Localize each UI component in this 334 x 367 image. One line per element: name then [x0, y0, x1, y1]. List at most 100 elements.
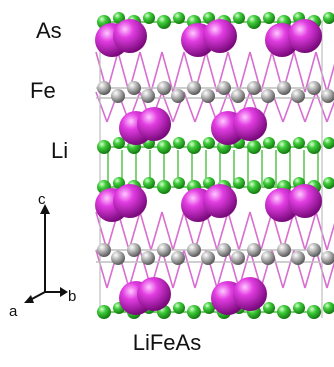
fe-atom — [171, 89, 185, 103]
fe-atom — [187, 243, 201, 257]
label-fe: Fe — [30, 78, 56, 103]
as-fe-bond — [260, 51, 273, 93]
fe-atom — [277, 243, 291, 257]
as-fe-bond — [227, 51, 240, 93]
fe-atom — [247, 243, 261, 257]
as-fe-bond — [161, 211, 174, 251]
li-atom — [203, 302, 215, 314]
li-atom — [323, 12, 334, 24]
fe-atom — [171, 251, 185, 265]
fe-atom — [217, 243, 231, 257]
as-fe-bond — [150, 211, 163, 251]
li-atom — [173, 302, 185, 314]
as-fe-bond — [293, 51, 306, 93]
axis-a-arrow — [29, 291, 46, 301]
as-fe-bond — [205, 51, 218, 93]
li-atom — [323, 177, 334, 189]
li-atom — [247, 140, 261, 154]
as-fe-bond — [260, 211, 273, 251]
as-atoms-layer — [95, 19, 322, 315]
as-fe-bond — [172, 211, 185, 251]
as-fe-bond — [304, 211, 317, 251]
li-atom — [203, 137, 215, 149]
li-atom — [173, 12, 185, 24]
fe-atom — [127, 243, 141, 257]
as-atom — [233, 107, 267, 141]
fe-atom — [111, 251, 125, 265]
axis-indicator — [24, 204, 68, 303]
li-atom — [157, 140, 171, 154]
as-fe-bond — [95, 249, 108, 289]
fe-atom — [231, 89, 245, 103]
as-atom — [203, 19, 237, 53]
fe-atom — [307, 243, 321, 257]
fe-atom — [187, 81, 201, 95]
as-fe-bond — [326, 63, 334, 93]
as-atom — [113, 19, 147, 53]
axis-c-label: c — [38, 191, 46, 208]
label-li: Li — [51, 138, 69, 163]
as-atom — [233, 277, 267, 311]
li-atom — [263, 302, 275, 314]
fe-atom — [127, 81, 141, 95]
li-atom — [233, 12, 245, 24]
li-atom — [263, 137, 275, 149]
as-fe-bond — [183, 91, 196, 123]
as-fe-bond — [172, 51, 185, 93]
li-atom — [97, 140, 111, 154]
li-atom — [293, 137, 305, 149]
li-atom — [187, 305, 201, 319]
as-fe-bond — [249, 211, 262, 251]
fe-atom — [201, 89, 215, 103]
axis-b-arrowhead — [60, 287, 68, 297]
li-atom — [277, 305, 291, 319]
as-fe-bond — [293, 211, 306, 251]
as-fe-bond — [326, 100, 334, 123]
li-atom — [113, 137, 125, 149]
fe-atom — [261, 89, 275, 103]
as-fe-bond — [304, 51, 317, 93]
li-atom — [233, 177, 245, 189]
li-atom — [247, 180, 261, 194]
fe-atom — [321, 251, 334, 265]
fe-atom — [97, 81, 111, 95]
li-atom — [143, 12, 155, 24]
fe-atom — [247, 81, 261, 95]
fe-atom — [141, 251, 155, 265]
li-atom — [157, 15, 171, 29]
li-atom — [323, 302, 334, 314]
fe-atom — [157, 81, 171, 95]
as-fe-bond — [227, 211, 240, 251]
as-fe-bond — [227, 249, 240, 289]
as-atom — [288, 184, 322, 218]
as-fe-bond — [326, 260, 334, 289]
bonds-layer — [95, 20, 334, 318]
axis-a-arrowhead — [24, 295, 34, 303]
axis-a-label: a — [9, 303, 18, 320]
as-atom — [137, 277, 171, 311]
as-atom — [288, 19, 322, 53]
as-fe-bond — [326, 222, 334, 251]
fe-atom — [97, 243, 111, 257]
as-fe-bond — [117, 51, 130, 93]
fe-atom — [291, 251, 305, 265]
as-fe-bond — [139, 51, 152, 93]
as-fe-bond — [95, 91, 108, 123]
li-atom — [247, 15, 261, 29]
li-atom — [173, 177, 185, 189]
as-fe-bond — [183, 249, 196, 289]
fe-atom — [291, 89, 305, 103]
as-fe-bond — [304, 91, 317, 123]
as-atom — [113, 184, 147, 218]
as-fe-bond — [150, 51, 163, 93]
axis-b-label: b — [68, 288, 77, 305]
as-atom — [137, 107, 171, 141]
li-atom — [307, 305, 321, 319]
fe-atom — [277, 81, 291, 95]
li-atom — [173, 137, 185, 149]
label-as: As — [36, 18, 62, 43]
li-atom — [293, 302, 305, 314]
axis-c-arrowhead — [40, 204, 50, 214]
fe-atom — [157, 243, 171, 257]
fe-atom — [307, 81, 321, 95]
